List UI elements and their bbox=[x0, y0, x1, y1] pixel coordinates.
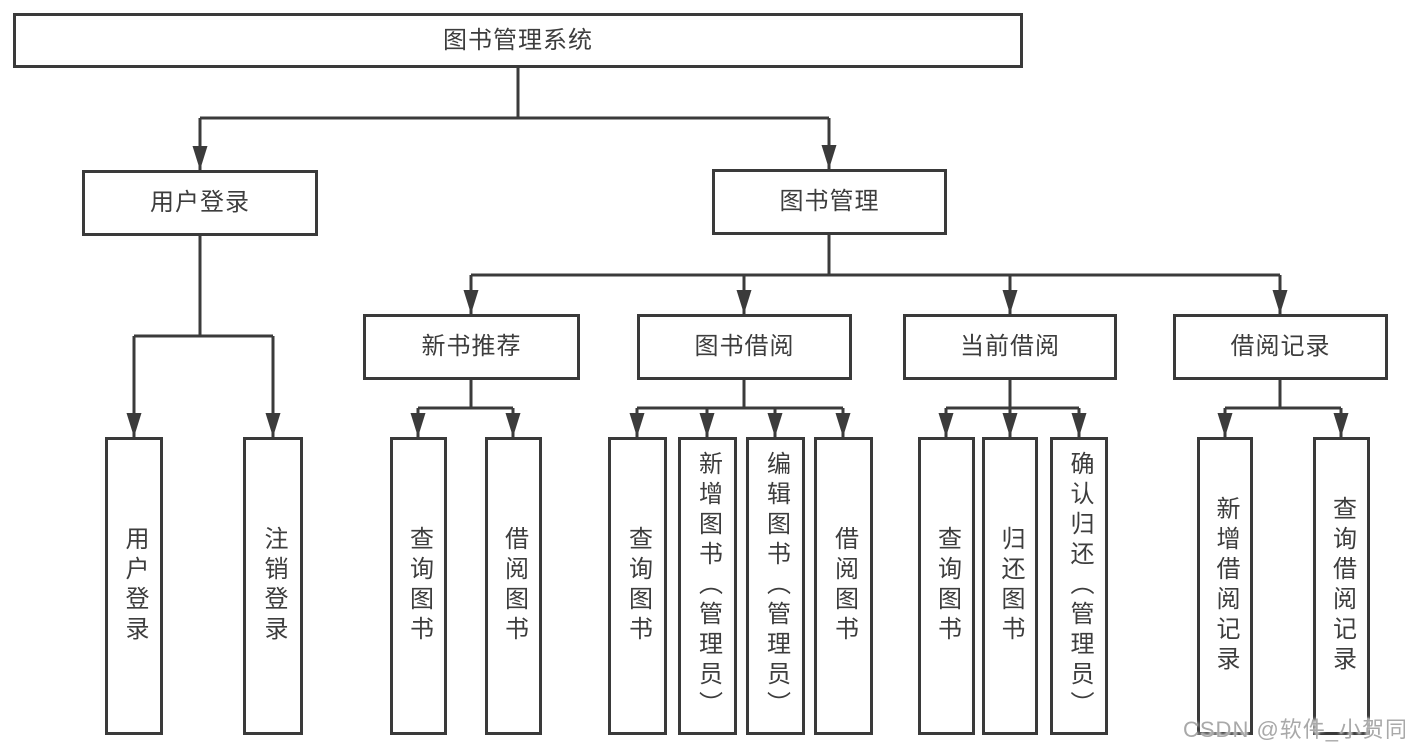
node-cb-query-books: 查询图书 bbox=[918, 437, 975, 735]
connector-root-trunk bbox=[200, 66, 829, 120]
node-user-login: 用户登录 bbox=[82, 170, 318, 236]
node-ul-logout-label: 注销登录 bbox=[260, 526, 287, 646]
node-ul-user-login: 用户登录 bbox=[105, 437, 163, 735]
connector-book-mgmt-trunk bbox=[471, 235, 1280, 277]
node-ul-logout: 注销登录 bbox=[243, 437, 303, 735]
node-bb-edit-books-admin: 编辑图书（管理员） bbox=[746, 437, 805, 735]
node-new-book-rec: 新书推荐 bbox=[363, 314, 580, 380]
node-bb-query-books-label: 查询图书 bbox=[624, 526, 652, 646]
node-br-add-borrow-record-label: 新增借阅记录 bbox=[1212, 496, 1239, 676]
node-bb-borrow-books: 借阅图书 bbox=[814, 437, 873, 735]
node-cb-confirm-return-admin-label: 确认归还（管理员） bbox=[1066, 451, 1093, 721]
node-bb-query-books: 查询图书 bbox=[608, 437, 667, 735]
node-new-book-rec-label: 新书推荐 bbox=[421, 333, 522, 360]
node-borrow-records-label: 借阅记录 bbox=[1230, 333, 1331, 360]
node-cb-return-books: 归还图书 bbox=[982, 437, 1038, 735]
node-ul-user-login-label: 用户登录 bbox=[121, 526, 148, 646]
node-bb-add-books-admin-label: 新增图书（管理员） bbox=[694, 451, 722, 721]
connector-current-borrow-trunk bbox=[946, 380, 1079, 410]
node-bb-add-books-admin: 新增图书（管理员） bbox=[678, 437, 737, 735]
node-nbr-query-books: 查询图书 bbox=[390, 437, 447, 735]
connector-book-borrow-trunk bbox=[637, 380, 843, 410]
node-book-mgmt: 图书管理 bbox=[712, 169, 947, 235]
node-root: 图书管理系统 bbox=[13, 13, 1023, 68]
node-current-borrow-label: 当前借阅 bbox=[960, 333, 1060, 360]
node-root-label: 图书管理系统 bbox=[443, 26, 593, 54]
node-cb-return-books-label: 归还图书 bbox=[997, 526, 1024, 646]
node-bb-borrow-books-label: 借阅图书 bbox=[830, 526, 858, 646]
node-cb-confirm-return-admin: 确认归还（管理员） bbox=[1050, 437, 1108, 735]
node-bb-edit-books-admin-label: 编辑图书（管理员） bbox=[762, 451, 790, 721]
connector-borrow-records-trunk bbox=[1225, 380, 1341, 410]
node-cb-query-books-label: 查询图书 bbox=[933, 526, 961, 646]
node-nbr-borrow-books-label: 借阅图书 bbox=[500, 526, 528, 646]
node-br-add-borrow-record: 新增借阅记录 bbox=[1197, 437, 1253, 735]
node-br-query-borrow-record: 查询借阅记录 bbox=[1313, 437, 1370, 735]
connector-new-book-rec-trunk bbox=[418, 380, 513, 410]
node-book-mgmt-label: 图书管理 bbox=[779, 188, 880, 215]
node-book-borrow: 图书借阅 bbox=[637, 314, 852, 380]
node-br-query-borrow-record-label: 查询借阅记录 bbox=[1328, 496, 1356, 676]
node-book-borrow-label: 图书借阅 bbox=[694, 333, 795, 360]
node-current-borrow: 当前借阅 bbox=[903, 314, 1117, 380]
watermark: CSDN @软件_小贺同学 bbox=[1183, 717, 1405, 742]
node-user-login-label: 用户登录 bbox=[150, 189, 250, 216]
node-borrow-records: 借阅记录 bbox=[1173, 314, 1388, 380]
connector-user-login-trunk bbox=[134, 236, 273, 338]
node-nbr-borrow-books: 借阅图书 bbox=[485, 437, 542, 735]
node-nbr-query-books-label: 查询图书 bbox=[405, 526, 433, 646]
